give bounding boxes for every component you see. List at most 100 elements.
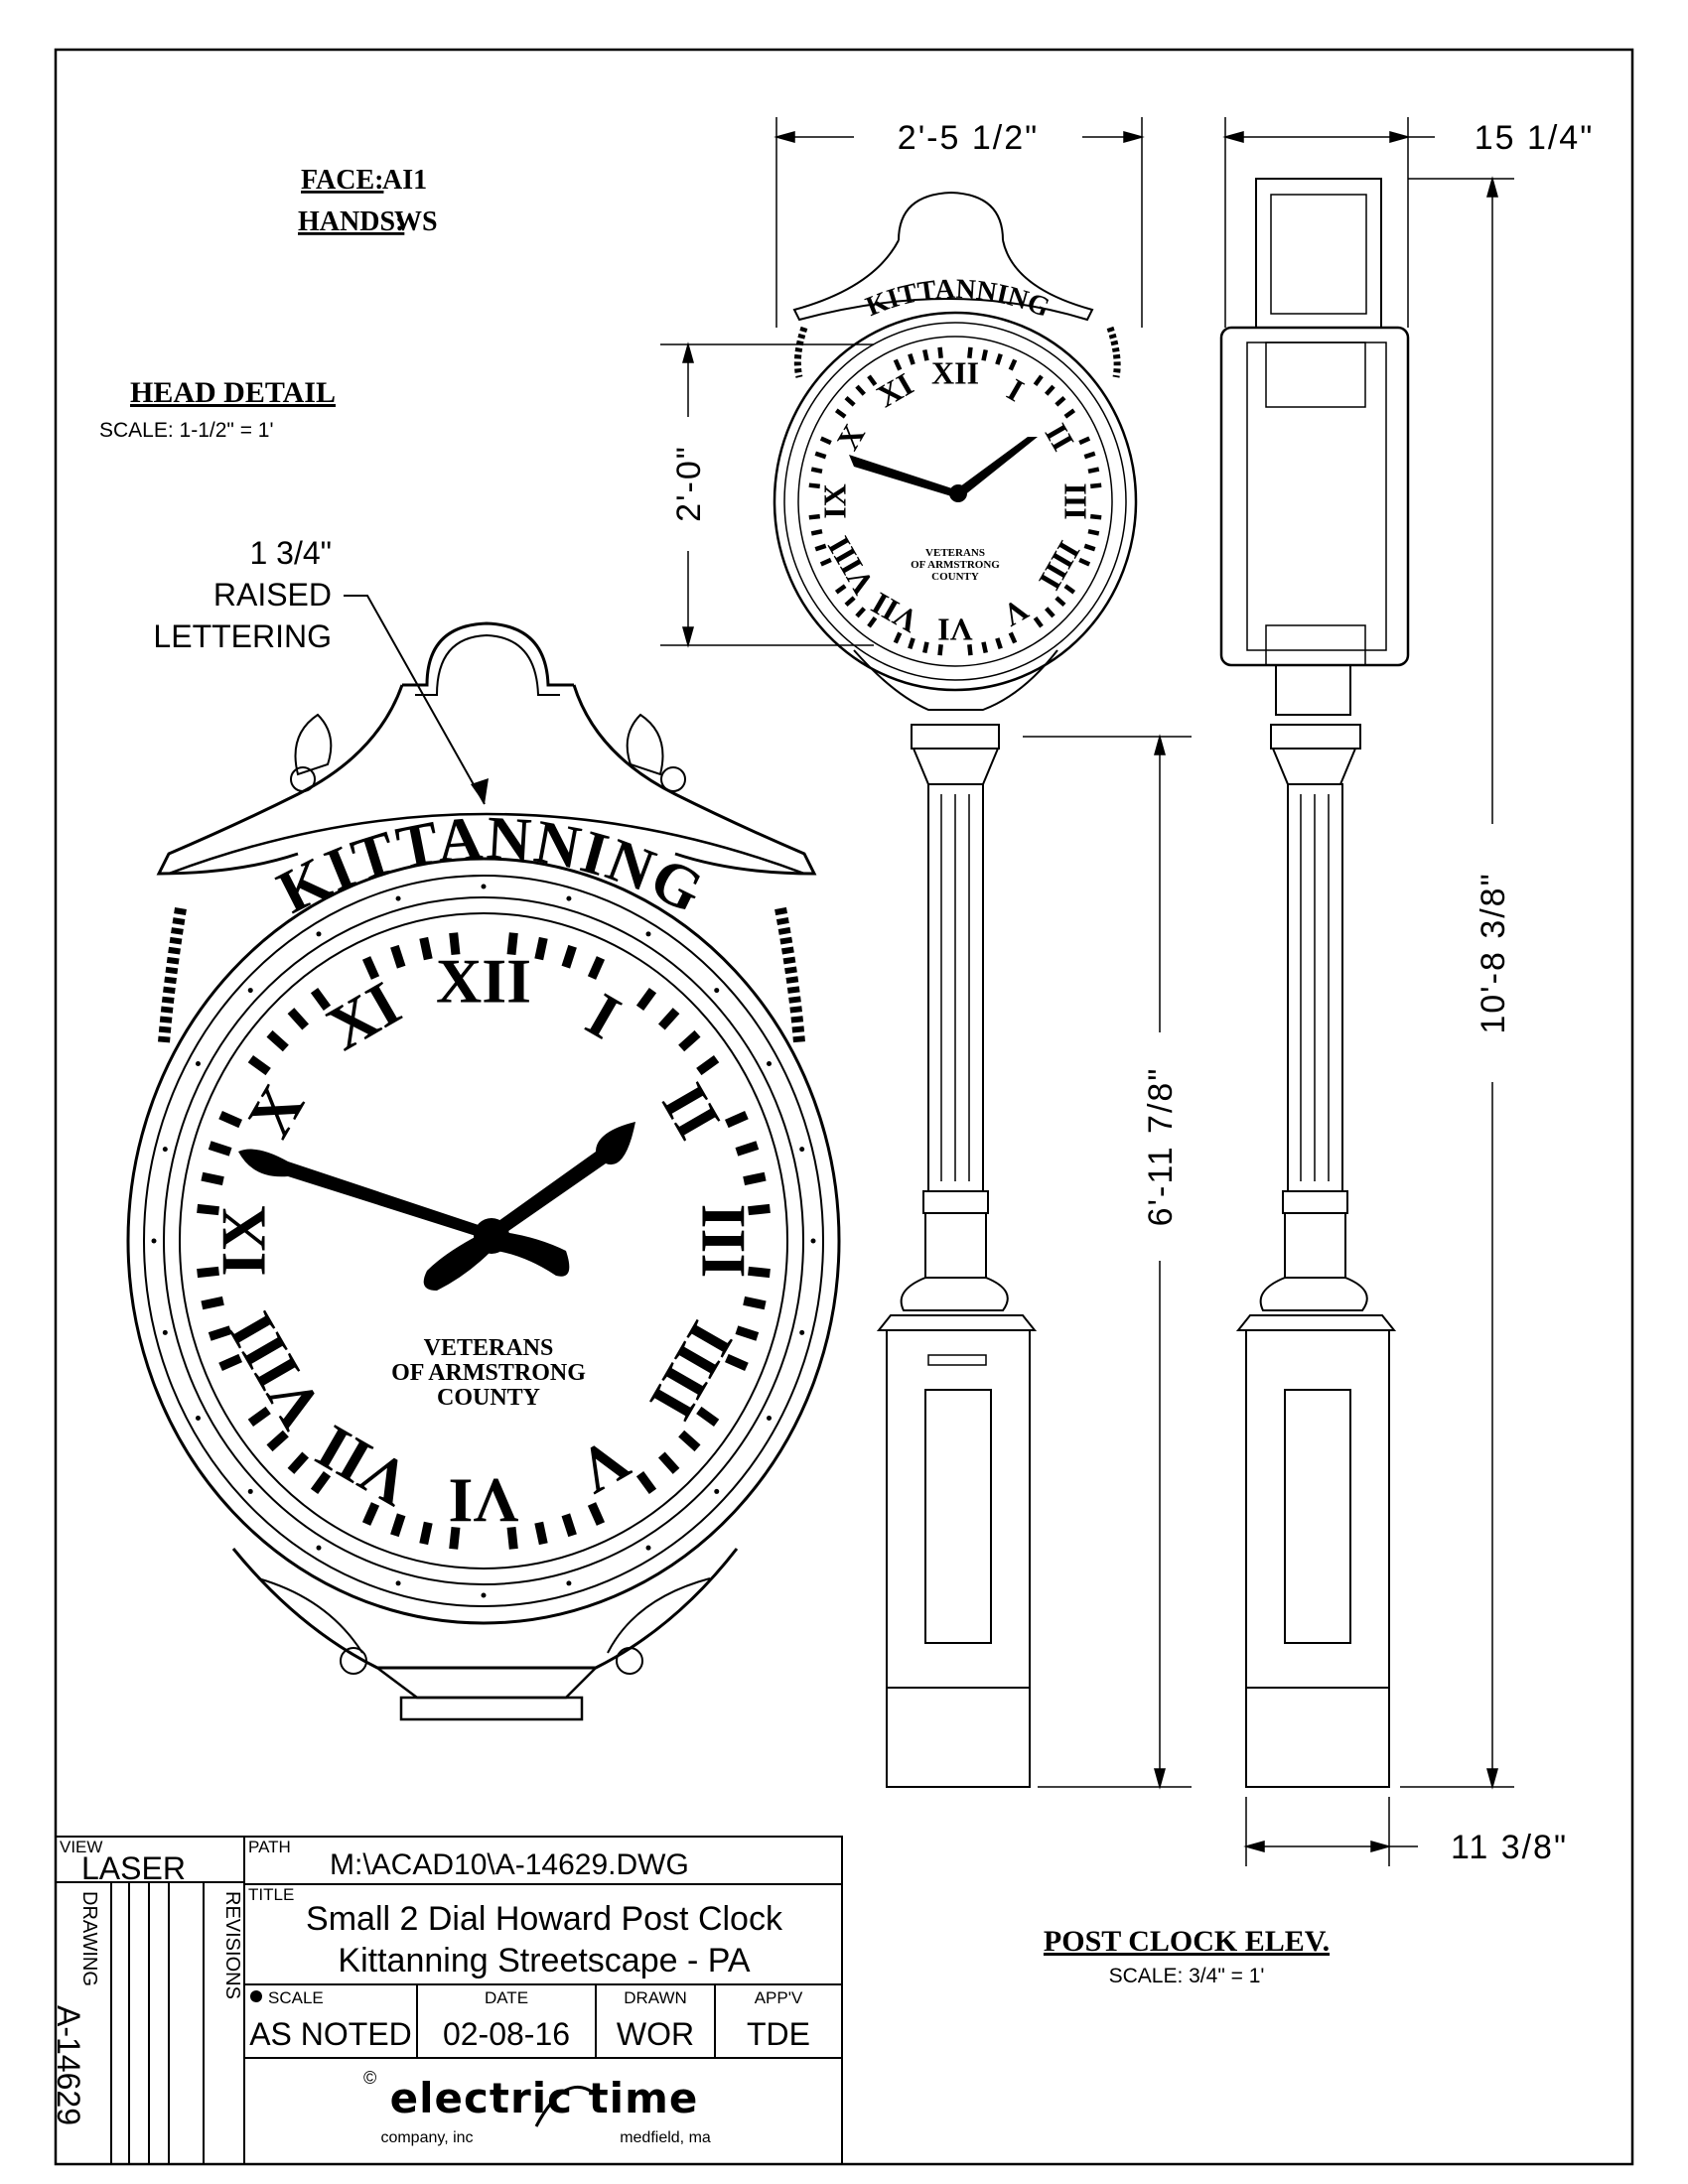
minute-tick (1044, 384, 1055, 396)
crest-text: KITTANNING (267, 804, 715, 926)
minute-tick (361, 956, 380, 980)
head-detail-scale: SCALE: 1-1/2" = 1' (99, 419, 273, 442)
minute-tick (208, 1325, 232, 1341)
minute-tick (635, 1470, 657, 1495)
minute-tick (1055, 395, 1066, 407)
minute-tick (696, 1406, 720, 1428)
face-value: AI1 (382, 165, 427, 196)
scale-bullet (250, 1990, 262, 2002)
side-elevation (1219, 178, 1410, 1788)
dial-numeral: V (566, 1424, 641, 1508)
ring-dot (247, 988, 253, 994)
ring-dot (481, 884, 487, 889)
minute-tick (1033, 615, 1044, 628)
minute-tick (819, 436, 832, 446)
dim-total-height: 10'-8 3/8" (1475, 872, 1512, 1033)
crest-bottom-arc (168, 812, 805, 876)
dial-line2: OF ARMSTRONG (391, 1360, 586, 1386)
ring-dot (714, 988, 720, 994)
logo-swoosh (534, 2085, 597, 2127)
appv-value: TDE (747, 2016, 810, 2052)
company-sub-right: medfield, ma (620, 2129, 711, 2146)
callout-arrowhead (471, 778, 489, 804)
title-block-text: VIEW LASER PATH M:\ACAD10\A-14629.DWG DR… (51, 1838, 810, 2125)
minute-tick (844, 395, 856, 407)
dimension-labels: 2'-5 1/2" 15 1/4" 2'-0" 6'-11 7/8" 10'-8… (670, 119, 1595, 1866)
minute-tick (1087, 467, 1100, 475)
minute-tick (197, 1203, 219, 1216)
ring-dot (767, 1416, 773, 1421)
minute-tick (1063, 408, 1076, 419)
minute-tick (208, 1141, 232, 1157)
post-elev-title: POST CLOCK ELEV. (1044, 1925, 1330, 1958)
drawn-label: DRAWN (624, 1988, 687, 2007)
minute-tick (814, 543, 827, 552)
drawing-label: DRAWING (78, 1891, 100, 1986)
ring-dot (767, 1061, 773, 1066)
minute-tick (419, 1521, 433, 1546)
dial-numeral: XI (871, 365, 919, 414)
callout-size: 1 3/4" (249, 535, 332, 571)
minute-tick (981, 641, 988, 654)
title-block (55, 1836, 843, 2165)
minute-tick (834, 408, 847, 419)
title-line2: Kittanning Streetscape - PA (338, 1942, 750, 1979)
side-window-top (1265, 341, 1366, 408)
clock-hands (238, 1122, 635, 1291)
front-minute-hand (849, 455, 961, 498)
minute-tick (1063, 584, 1076, 595)
side-crest (1255, 178, 1382, 329)
dim-width-front: 2'-5 1/2" (898, 119, 1039, 157)
ring-dot (162, 1147, 168, 1153)
front-pedestal (886, 1329, 1031, 1689)
dim-post-height: 6'-11 7/8" (1142, 1067, 1180, 1227)
dial-numeral: VIII (215, 1301, 337, 1440)
minute-tick (1083, 451, 1096, 460)
side-pedestal (1245, 1329, 1390, 1689)
minute-tick (1008, 631, 1018, 644)
front-pedestal-panel (924, 1389, 992, 1644)
minute-tick (908, 637, 915, 650)
revisions-label: REVISIONS (221, 1891, 243, 1999)
ring-dot (395, 1580, 401, 1586)
front-rope-left (793, 326, 808, 378)
minute-tick (867, 374, 878, 387)
dial-ring-3 (163, 896, 804, 1585)
minute-tick (855, 607, 867, 618)
ring-dot (162, 1329, 168, 1335)
dial-inscription: VETERANS OF ARMSTRONG COUNTY (391, 1335, 586, 1411)
dial-numeral: X (829, 418, 872, 456)
minute-tick (247, 1054, 271, 1076)
post-elevation-label: POST CLOCK ELEV. SCALE: 3/4" = 1' (1044, 1925, 1330, 1987)
dim-head-height: 2'-0" (670, 445, 708, 522)
dial-numeral: IX (209, 1205, 279, 1276)
minute-tick (390, 944, 406, 969)
minute-tick (587, 1502, 606, 1526)
front-crest-text: KITTANNING (862, 274, 1055, 324)
minute-tick (1083, 543, 1096, 552)
dim-width-side: 15 1/4" (1475, 119, 1595, 157)
base-plinth (399, 1696, 584, 1721)
minute-tick (908, 352, 915, 365)
hand-tail-left (423, 1231, 492, 1291)
dial-bottom-bracket (231, 1548, 739, 1670)
path-value: M:\ACAD10\A-14629.DWG (330, 1848, 689, 1881)
minute-tick (735, 1141, 760, 1157)
front-dial-ring (783, 322, 1127, 681)
minute-tick (534, 1521, 548, 1546)
dial-inner-ring (179, 912, 788, 1570)
rosette-left (340, 1647, 367, 1675)
minute-tick (678, 1430, 701, 1452)
minute-tick (748, 1203, 771, 1216)
dial-line3: COUNTY (437, 1385, 540, 1411)
minute-tick (449, 1526, 461, 1550)
hand-tail-right (496, 1231, 570, 1277)
minute-tick (635, 987, 657, 1012)
dial-numeral: V (997, 592, 1035, 634)
minute-tick (743, 1296, 767, 1310)
front-hour-hand (956, 437, 1038, 496)
minute-tick (361, 1502, 380, 1526)
minute-tick (287, 1451, 310, 1474)
